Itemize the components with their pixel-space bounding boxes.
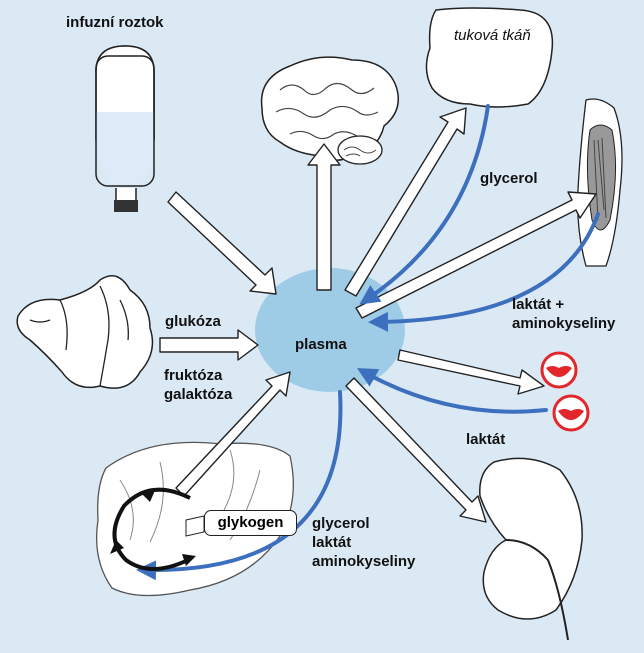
adipose-tissue-outline xyxy=(426,8,552,107)
lactate-amino-label-1: laktát + xyxy=(512,295,564,314)
lactate-amino-label-2: aminokyseliny xyxy=(512,314,615,333)
red-blood-cell-icon-1 xyxy=(542,353,576,387)
lactate-label: laktát xyxy=(466,430,505,449)
plasma-label: plasma xyxy=(295,335,347,354)
blue-arrow-muscle-lactate xyxy=(376,214,598,322)
glucose-label: glukóza xyxy=(165,312,221,331)
arrow-infusion-to-plasma xyxy=(168,192,276,294)
liver-output-lactate: laktát xyxy=(312,533,351,552)
glycogen-box: glykogen xyxy=(204,510,297,536)
liver-output-amino: aminokyseliny xyxy=(312,552,415,571)
arrow-plasma-to-rbc xyxy=(398,350,544,394)
blue-arrow-adipose-glycerol xyxy=(366,106,488,300)
liver-output-glycerol: glycerol xyxy=(312,514,370,533)
infusion-bottle-icon xyxy=(96,46,154,212)
kidney-icon xyxy=(480,458,582,640)
galactose-label: galaktóza xyxy=(164,385,232,404)
intestine-icon xyxy=(17,276,152,388)
brain-icon xyxy=(262,57,399,164)
red-blood-cell-icon-2 xyxy=(554,396,588,430)
glycerol-label: glycerol xyxy=(480,169,538,188)
arrow-gut-to-plasma xyxy=(160,330,258,360)
fructose-label: fruktóza xyxy=(164,366,222,385)
infusion-label: infuzní roztok xyxy=(66,13,164,32)
arrow-plasma-to-kidney xyxy=(346,378,486,522)
arrow-plasma-to-brain xyxy=(308,144,340,290)
adipose-label: tuková tkáň xyxy=(454,26,531,45)
